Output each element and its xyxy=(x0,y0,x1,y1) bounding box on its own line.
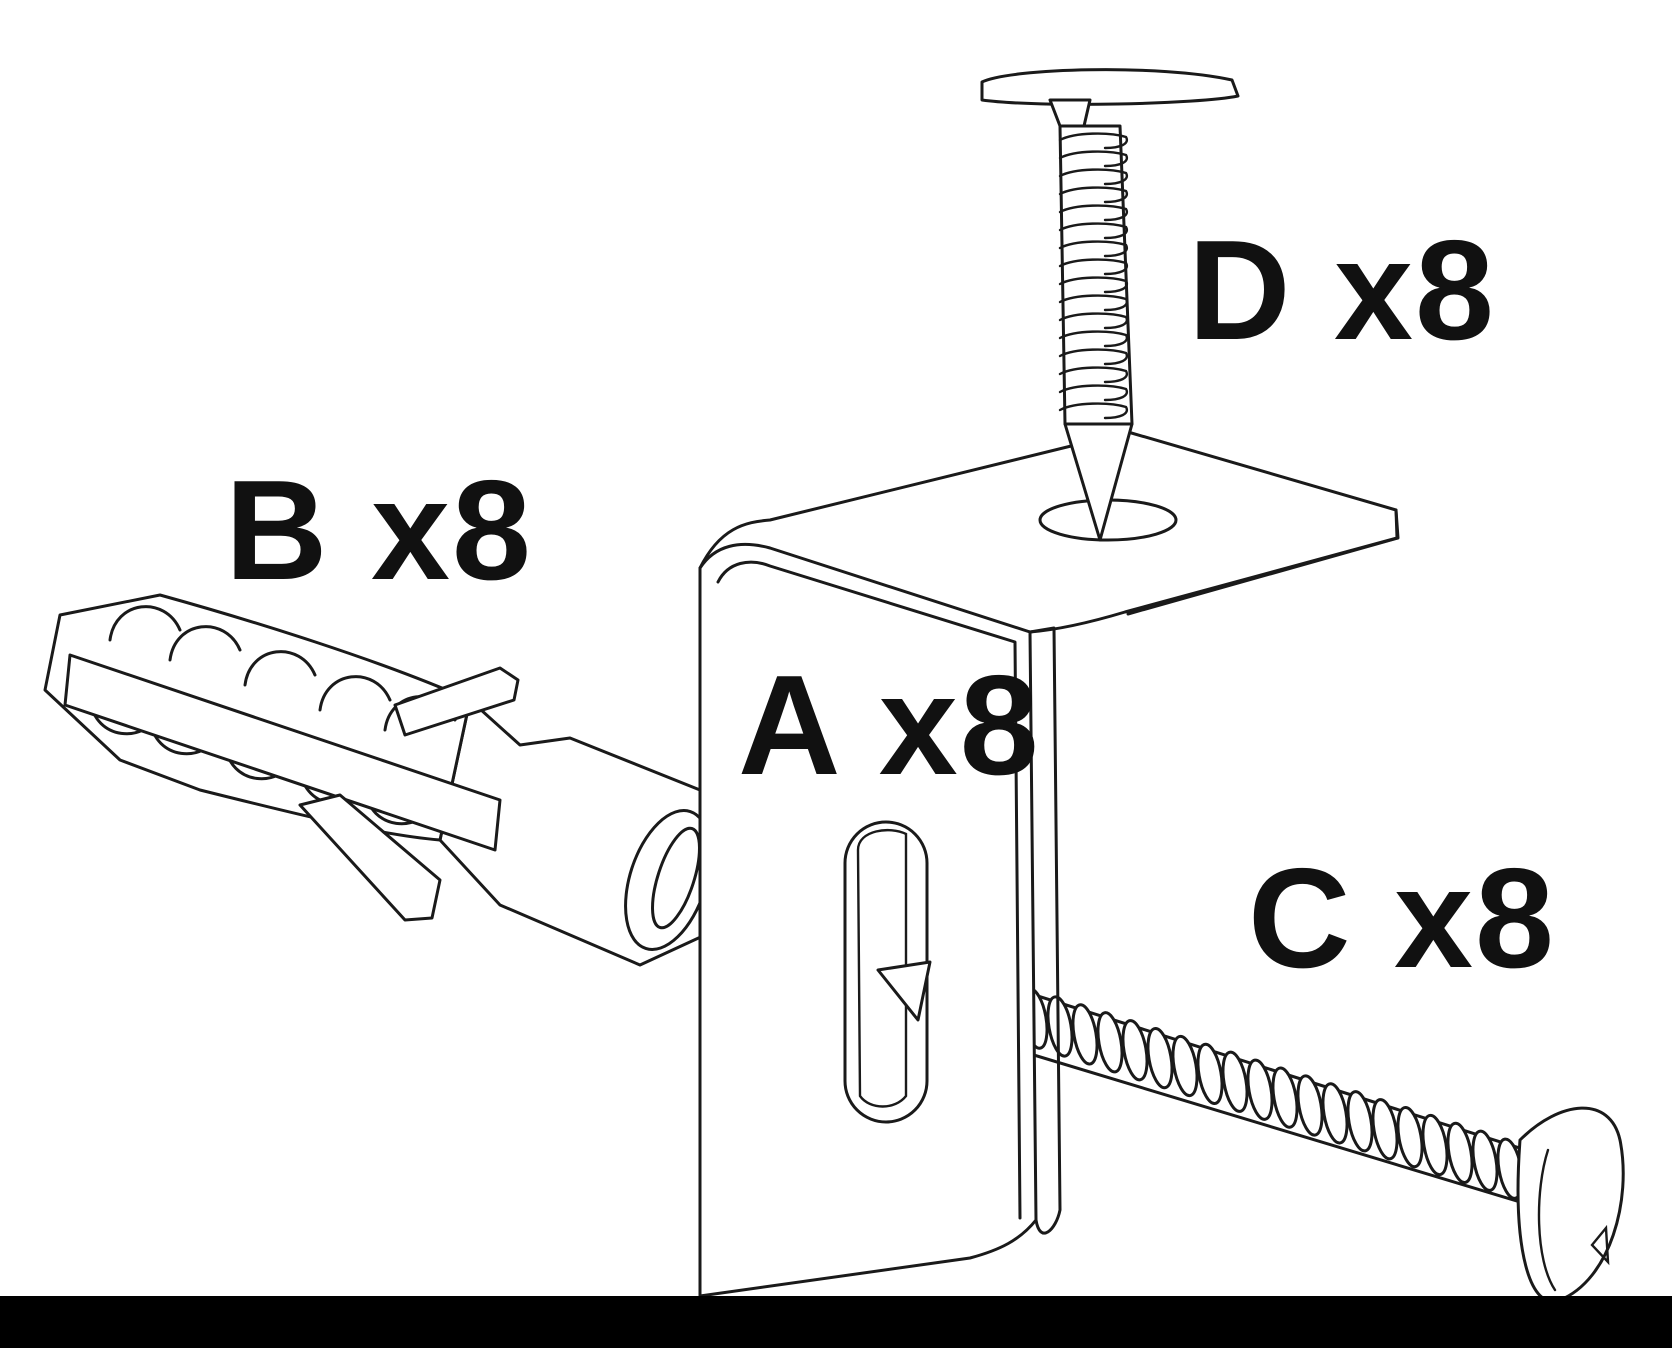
part-d-thread xyxy=(1058,312,1129,330)
part-d-thread xyxy=(1058,132,1129,150)
part-b-rib-top xyxy=(108,605,182,642)
part-c-thread xyxy=(1196,1042,1224,1106)
part-c-thread xyxy=(1471,1129,1499,1192)
part-c-screw-head-rim xyxy=(1537,1148,1557,1292)
part-d-thread xyxy=(1058,258,1129,276)
part-d-screw-tip xyxy=(1063,422,1134,542)
part-d-thread xyxy=(1058,330,1129,348)
part-d-thread xyxy=(1058,168,1129,186)
part-b-plug-center-bar xyxy=(63,653,502,852)
part-d-screw xyxy=(980,68,1240,542)
part-c-thread xyxy=(1421,1113,1449,1177)
part-c-thread xyxy=(1071,1003,1099,1066)
part-d-screw-threads xyxy=(1058,132,1129,420)
part-d-thread xyxy=(1058,366,1129,384)
part-c-thread xyxy=(1271,1066,1299,1129)
part-d-thread xyxy=(1058,348,1129,366)
label-part-a: A x8 xyxy=(738,646,1041,805)
part-b-rib-top xyxy=(318,675,392,712)
part-c-thread xyxy=(1046,995,1074,1058)
part-c-thread xyxy=(1446,1121,1474,1185)
part-c-thread xyxy=(1321,1082,1349,1145)
part-c-thread xyxy=(1146,1026,1174,1090)
part-b-rib-top xyxy=(243,650,317,687)
part-c-thread xyxy=(1121,1019,1149,1082)
footer-bar xyxy=(0,1296,1672,1348)
part-c-thread xyxy=(1346,1090,1374,1153)
part-d-thread xyxy=(1058,204,1129,222)
part-a-bracket-top-edge xyxy=(1126,508,1400,616)
part-d-thread xyxy=(1058,240,1129,258)
label-part-d: D x8 xyxy=(1188,211,1496,370)
part-c-thread xyxy=(1096,1011,1124,1074)
part-d-thread xyxy=(1058,186,1129,204)
part-b-plug-collar-inner xyxy=(651,826,701,930)
part-b-plug-pin-top xyxy=(393,666,520,737)
part-c-screw-slot-mark xyxy=(1590,1224,1610,1266)
part-d-screw-head xyxy=(980,68,1240,106)
part-c-screw-front-tip xyxy=(876,960,932,1022)
part-c-thread xyxy=(1246,1058,1274,1121)
part-c-thread xyxy=(1221,1050,1249,1113)
label-part-b: B x8 xyxy=(225,451,533,610)
part-a-bracket-face-inner-edge xyxy=(716,560,1022,1220)
part-a-bracket-side xyxy=(1028,626,1062,1235)
part-d-thread xyxy=(1058,402,1129,420)
part-b-rib-top xyxy=(168,625,242,662)
label-part-c: C x8 xyxy=(1248,839,1556,998)
part-b-plug-fin-bottom xyxy=(298,793,442,922)
part-d-thread xyxy=(1058,294,1129,312)
part-d-screw-neck xyxy=(1048,98,1092,128)
part-b-wall-plug xyxy=(43,593,712,967)
part-d-thread xyxy=(1058,150,1129,168)
part-a-bracket xyxy=(698,430,1400,1298)
part-c-thread xyxy=(1296,1074,1324,1137)
part-c-thread xyxy=(1171,1034,1199,1098)
part-d-thread xyxy=(1058,276,1129,294)
part-c-thread xyxy=(1396,1105,1424,1169)
part-c-screw-head xyxy=(1516,1106,1625,1303)
part-d-thread xyxy=(1058,222,1129,240)
part-c-thread xyxy=(1371,1098,1399,1161)
part-d-thread xyxy=(1058,384,1129,402)
